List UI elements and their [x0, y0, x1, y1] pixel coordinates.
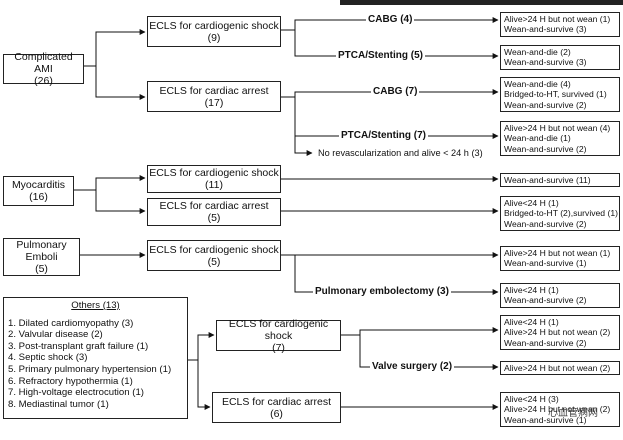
- outcome-line: Alive>24 H but not wean (2): [504, 363, 611, 373]
- others-item: 8. Mediastinal tumor (1): [8, 398, 109, 410]
- ecls-count: (11): [205, 179, 223, 191]
- root-ami-label: Complicated AMI: [14, 51, 73, 75]
- outcome-line: Alive<24 H (1): [504, 198, 559, 208]
- ecls-count: (6): [270, 407, 283, 420]
- ecls-ami-cardiac-arrest: ECLS for cardiac arrest (17): [147, 81, 281, 112]
- outcome-line: Alive>24 H but not wean (2): [504, 327, 611, 338]
- procedure-cabg-7: CABG (7): [371, 86, 420, 98]
- outcome-others-ca: Alive<24 H (3) Alive>24 H but not wean (…: [500, 392, 620, 427]
- ecls-label: ECLS for cardiogenic shock: [149, 243, 279, 256]
- outcome-others-valve-surgery: Alive>24 H but not wean (2): [500, 361, 620, 376]
- others-item: 3. Post-transplant graft failure (1): [8, 340, 149, 352]
- ecls-label: ECLS for cardiac arrest: [159, 84, 269, 97]
- procedure-no-revascularization: No revascularization and alive < 24 h (3…: [318, 148, 483, 158]
- outcome-line: Alive<24 H (3): [504, 394, 559, 404]
- outcome-line: Alive>24 H but not wean (1): [504, 14, 611, 24]
- ecls-label: ECLS for cardiogenic shock: [228, 317, 329, 342]
- ecls-label: ECLS for cardiac arrest: [159, 200, 269, 212]
- ecls-others-cardiac-arrest: ECLS for cardiac arrest (6): [212, 392, 341, 423]
- outcome-line: Wean-and-survive (3): [504, 57, 587, 68]
- outcome-line: Wean-and-survive (1): [504, 414, 587, 425]
- root-pe-count: (5): [35, 263, 48, 275]
- others-title: Others (13): [71, 300, 120, 311]
- outcome-line: Wean-and-survive (11): [504, 175, 591, 185]
- ecls-label: ECLS for cardiogenic shock: [149, 19, 279, 32]
- outcome-ami-ca-cabg: Wean-and-die (4) Bridged-to-HT, survived…: [500, 77, 620, 112]
- outcome-line: Wean-and-survive (2): [504, 218, 587, 229]
- outcome-line: Wean-and-survive (2): [504, 99, 587, 110]
- outcome-line: Wean-and-survive (3): [504, 24, 587, 35]
- outcome-line: Wean-and-die (4): [504, 79, 571, 89]
- outcome-line: Wean-and-die (1): [504, 133, 571, 144]
- others-item: 6. Refractory hypothermia (1): [8, 375, 133, 387]
- cropped-header-strip: [340, 0, 623, 5]
- ecls-myo-cardiogenic-shock: ECLS for cardiogenic shock (11): [147, 165, 281, 193]
- others-list-box: Others (13) 1. Dilated cardiomyopathy (3…: [3, 297, 188, 419]
- others-item: 1. Dilated cardiomyopathy (3): [8, 317, 134, 329]
- others-item: 2. Valvular disease (2): [8, 329, 103, 341]
- others-item: 5. Primary pulmonary hypertension (1): [8, 363, 172, 375]
- procedure-ptca-7: PTCA/Stenting (7): [339, 130, 428, 142]
- procedure-ptca-5: PTCA/Stenting (5): [336, 50, 425, 62]
- root-myo-label: Myocarditis: [11, 179, 66, 191]
- outcome-pe-embolectomy: Alive<24 H (1) Wean-and-survive (2): [500, 283, 620, 308]
- ecls-count: (17): [204, 96, 224, 109]
- others-item: 4. Septic shock (3): [8, 352, 88, 364]
- outcome-myo-cs: Wean-and-survive (11): [500, 173, 620, 188]
- ecls-count: (9): [207, 31, 221, 44]
- watermark: 心血管病网: [548, 408, 598, 419]
- procedure-valve-surgery: Valve surgery (2): [370, 361, 455, 373]
- ecls-myo-cardiac-arrest: ECLS for cardiac arrest (5): [147, 198, 281, 226]
- outcome-line: Alive>24 H but not wean (1): [504, 248, 611, 258]
- outcome-line: Alive<24 H (1): [504, 317, 559, 327]
- outcome-line: Bridged-to-HT (2),survived (1): [504, 208, 618, 219]
- root-pe-label2: Emboli: [25, 251, 58, 263]
- outcome-line: Wean-and-survive (2): [504, 143, 587, 154]
- outcome-others-cs: Alive<24 H (1) Alive>24 H but not wean (…: [500, 315, 620, 350]
- ecls-ami-cardiogenic-shock: ECLS for cardiogenic shock (9): [147, 16, 281, 47]
- root-ami-count: (26): [34, 75, 53, 87]
- outcome-ami-cs-ptca: Wean-and-die (2) Wean-and-survive (3): [500, 45, 620, 70]
- root-pulmonary-emboli: Pulmonary Emboli (5): [3, 238, 80, 276]
- root-myocarditis: Myocarditis (16): [3, 176, 74, 206]
- ecls-count: (5): [207, 255, 221, 268]
- ecls-label: ECLS for cardiac arrest: [221, 395, 332, 408]
- root-myo-count: (16): [29, 191, 48, 203]
- outcome-line: Bridged-to-HT, survived (1): [504, 89, 607, 100]
- outcome-line: Wean-and-survive (1): [504, 258, 587, 269]
- ecls-pe-cardiogenic-shock: ECLS for cardiogenic shock (5): [147, 240, 281, 271]
- outcome-line: Wean-and-survive (2): [504, 337, 587, 348]
- procedure-cabg-4: CABG (4): [366, 14, 415, 26]
- procedure-pulmonary-embolectomy: Pulmonary embolectomy (3): [313, 286, 451, 298]
- root-complicated-ami: Complicated AMI (26): [3, 51, 84, 87]
- outcome-line: Alive>24 H but not wean (2): [504, 404, 611, 415]
- root-pe-label1: Pulmonary: [16, 239, 67, 251]
- ecls-others-cardiogenic-shock: ECLS for cardiogenic shock (7): [216, 317, 341, 354]
- outcome-myo-ca: Alive<24 H (1) Bridged-to-HT (2),survive…: [500, 196, 620, 231]
- outcome-pe-cs: Alive>24 H but not wean (1) Wean-and-sur…: [500, 246, 620, 271]
- outcome-ami-ca-ptca: Alive>24 H but not wean (4) Wean-and-die…: [500, 121, 620, 156]
- ecls-count: (5): [207, 212, 221, 224]
- outcome-line: Wean-and-survive (2): [504, 295, 587, 306]
- outcome-ami-cs-cabg: Alive>24 H but not wean (1) Wean-and-sur…: [500, 12, 620, 37]
- outcome-line: Wean-and-die (2): [504, 47, 571, 57]
- outcome-line: Alive<24 H (1): [504, 285, 559, 295]
- outcome-line: Alive>24 H but not wean (4): [504, 123, 611, 133]
- ecls-count: (7): [272, 341, 285, 354]
- others-item: 7. High-voltage electrocution (1): [8, 387, 144, 399]
- ecls-label: ECLS for cardiogenic shock: [149, 167, 279, 179]
